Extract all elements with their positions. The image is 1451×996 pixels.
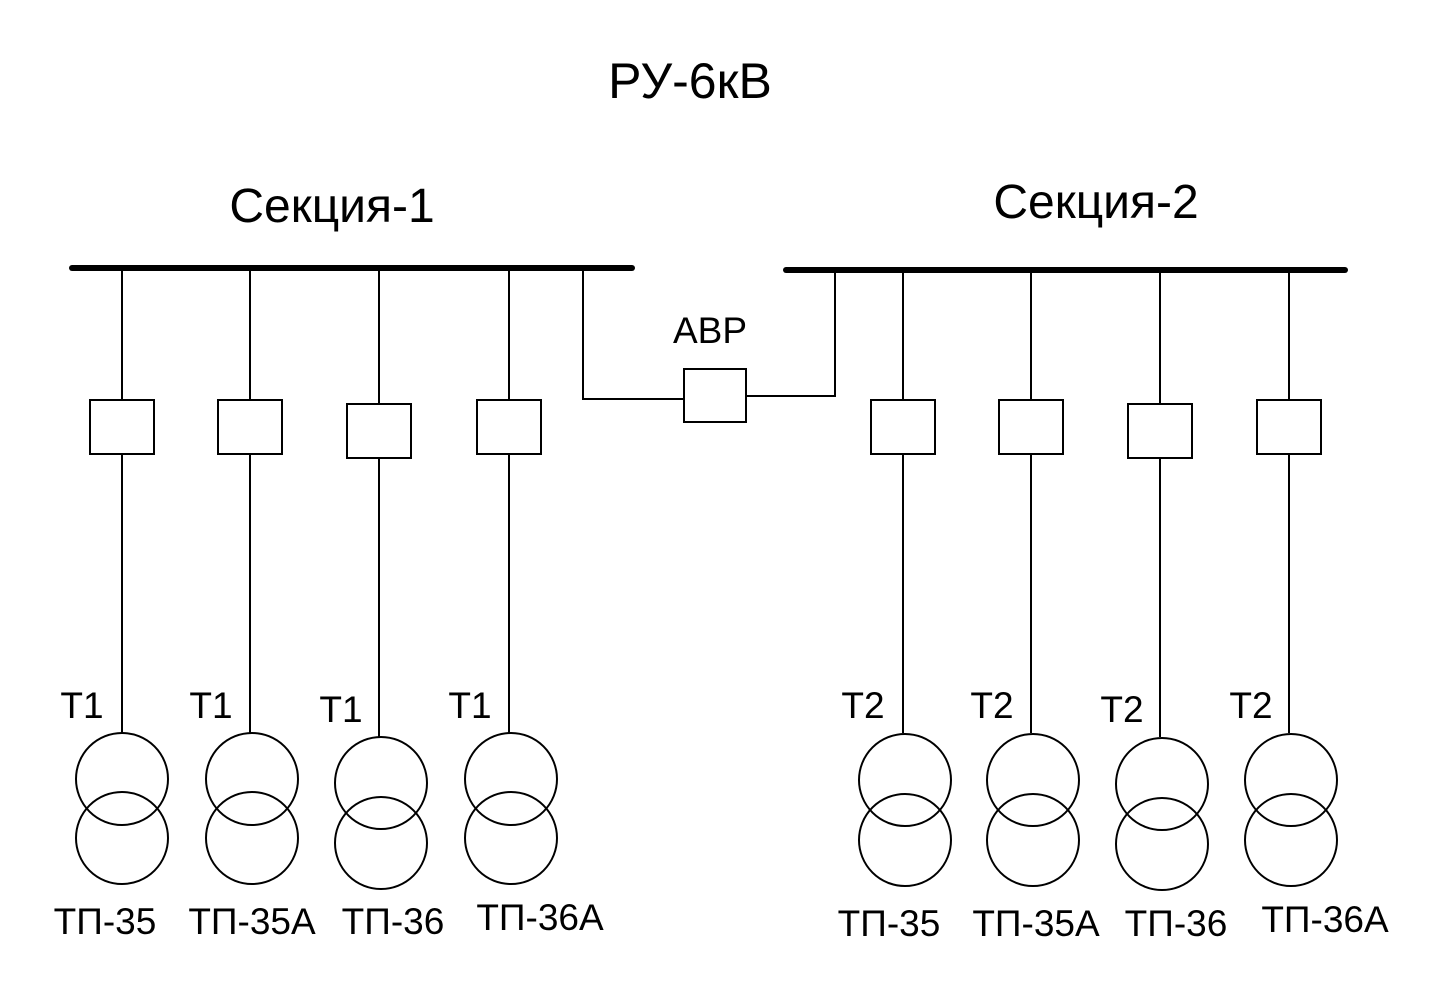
ats-label: АВР [673, 310, 747, 351]
feeder-breaker [89, 399, 155, 455]
section-1-label: Секция-1 [229, 180, 434, 233]
ats-tie-wire-right [746, 270, 836, 397]
substation-label: ТП-35 [838, 903, 941, 944]
transformer-secondary-winding [334, 796, 428, 890]
transformer-label: Т2 [1100, 689, 1143, 730]
substation-label: ТП-36А [1261, 899, 1389, 940]
transformer-primary-winding [986, 733, 1080, 827]
transformer-label: Т1 [319, 689, 362, 730]
feeder-s2-1: Т2 ТП-35 [838, 270, 952, 944]
ats-breaker [683, 368, 747, 423]
transformer-primary-winding [858, 733, 952, 827]
feeder-s2-4: Т2 ТП-36А [1229, 270, 1389, 940]
transformer-label: Т2 [1229, 685, 1272, 726]
transformer-secondary-winding [986, 793, 1080, 887]
feeder-breaker [217, 399, 283, 455]
transformer-primary-winding [75, 732, 169, 826]
transformer-secondary-winding [464, 791, 558, 885]
transformer-primary-winding [205, 732, 299, 826]
substation-label: ТП-36 [342, 901, 445, 942]
feeder-breaker [1256, 399, 1322, 455]
feeder-s1-1: Т1 ТП-35 [54, 268, 169, 942]
transformer-secondary-winding [75, 791, 169, 885]
substation-label: ТП-36 [1125, 903, 1228, 944]
feeder-breaker [870, 399, 936, 455]
transformer-label: Т2 [841, 685, 884, 726]
feeder-breaker [346, 403, 412, 459]
transformer-secondary-winding [1244, 793, 1338, 887]
ats-tie-wire-left [582, 268, 684, 400]
feeder-breaker [1127, 403, 1193, 459]
transformer-label: Т1 [60, 685, 103, 726]
transformer-label: Т1 [448, 685, 491, 726]
feeder-s1-2: Т1 ТП-35А [188, 268, 316, 942]
substation-label: ТП-36А [476, 897, 604, 938]
feeder-s1-4: Т1 ТП-36А [448, 268, 604, 938]
feeder-breaker [476, 399, 542, 455]
transformer-primary-winding [1115, 737, 1209, 831]
substation-label: ТП-35А [188, 901, 316, 942]
transformer-secondary-winding [1115, 797, 1209, 891]
transformer-secondary-winding [205, 791, 299, 885]
substation-label: ТП-35А [972, 903, 1100, 944]
section-2-label: Секция-2 [993, 176, 1198, 229]
transformer-label: Т1 [189, 685, 232, 726]
substation-label: ТП-35 [54, 901, 157, 942]
transformer-primary-winding [334, 736, 428, 830]
diagram-title: РУ-6кВ [608, 53, 772, 109]
feeder-s1-3: Т1 ТП-36 [319, 268, 444, 942]
feeder-s2-3: Т2 ТП-36 [1100, 270, 1227, 944]
transformer-secondary-winding [858, 793, 952, 887]
feeder-breaker [998, 399, 1064, 455]
transformer-primary-winding [464, 732, 558, 826]
transformer-primary-winding [1244, 733, 1338, 827]
ats-tie: АВР [582, 268, 836, 423]
feeder-s2-2: Т2 ТП-35А [970, 270, 1100, 944]
transformer-label: Т2 [970, 685, 1013, 726]
